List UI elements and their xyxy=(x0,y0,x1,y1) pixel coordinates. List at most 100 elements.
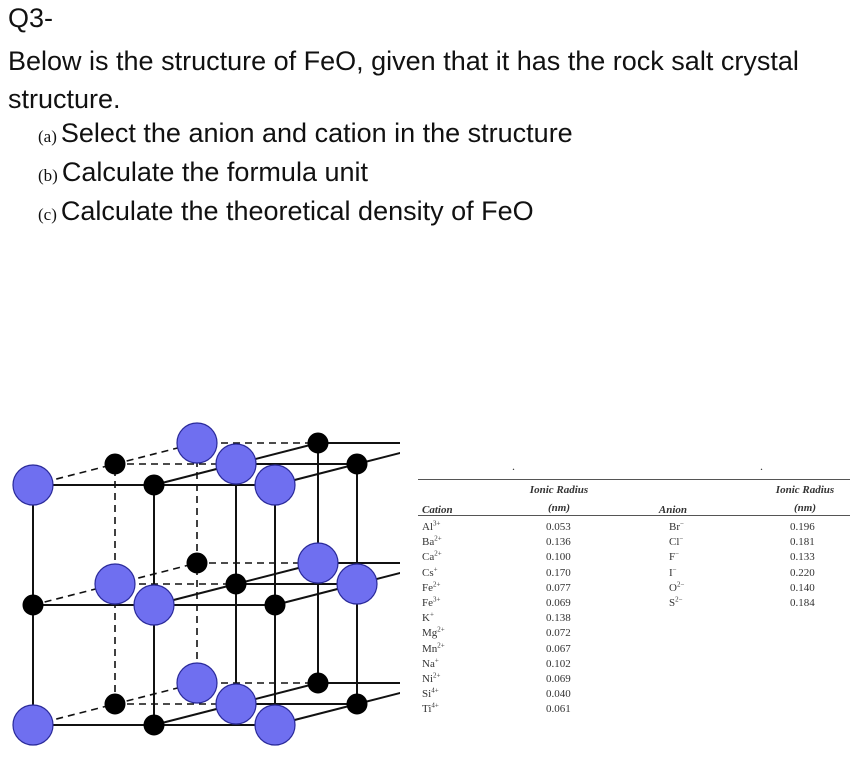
cation-radius: 0.136 xyxy=(546,536,571,549)
anion-charge: − xyxy=(679,534,684,543)
cation-radius: 0.061 xyxy=(546,703,571,716)
cation-symbol: Ti4+ xyxy=(422,702,445,717)
question-number: Q3- xyxy=(8,3,54,33)
small-ion xyxy=(346,693,368,715)
cation-charge: 2+ xyxy=(434,549,442,558)
anion-element: S xyxy=(669,597,676,610)
table-dot-left: . xyxy=(512,459,515,473)
cation-radius: 0.072 xyxy=(546,627,571,640)
small-ion xyxy=(307,432,329,454)
cation-radius: 0.077 xyxy=(546,581,571,594)
question-part-a: (a)Select the anion and cation in the st… xyxy=(38,116,573,154)
large-ion xyxy=(133,584,175,626)
cation-charge: 4+ xyxy=(431,686,439,695)
anion-charge: − xyxy=(680,519,684,528)
cation-charge: 2+ xyxy=(433,580,441,589)
anion-symbol: F− xyxy=(669,550,684,565)
part-c-marker: (c) xyxy=(38,205,57,224)
large-ion xyxy=(176,422,218,464)
large-ion xyxy=(215,443,257,485)
cation-element: Si xyxy=(422,688,432,701)
anion-symbol: O2− xyxy=(669,581,684,596)
rock-salt-crystal-diagram xyxy=(12,422,400,746)
question-intro: Below is the structure of FeO, given tha… xyxy=(8,46,799,114)
small-ion xyxy=(225,573,247,595)
anion-element: O xyxy=(669,581,677,594)
anion-charge: − xyxy=(672,564,677,573)
large-ion xyxy=(254,704,296,746)
small-ion xyxy=(346,453,368,475)
part-b-marker: (b) xyxy=(38,166,58,185)
part-a-marker: (a) xyxy=(38,127,57,146)
lattice-edge xyxy=(356,451,400,465)
cation-symbol: Fe3+ xyxy=(422,596,445,611)
part-a-text: Select the anion and cation in the struc… xyxy=(60,118,573,148)
anion-symbol: Cl− xyxy=(669,535,684,550)
large-ion xyxy=(254,464,296,506)
cation-charge: 3+ xyxy=(433,595,441,604)
table-header-rule xyxy=(418,515,850,516)
cation-unit-header: (nm) xyxy=(548,502,570,514)
large-ion xyxy=(94,563,136,605)
anion-radius: 0.140 xyxy=(790,581,815,594)
small-ion xyxy=(104,693,126,715)
anion-radius: 0.133 xyxy=(790,551,815,564)
anion-radius: 0.196 xyxy=(790,521,815,533)
large-ion xyxy=(12,464,54,506)
anion-element: Cl xyxy=(669,536,680,549)
anion-element: Br xyxy=(669,521,680,533)
cation-radius: 0.100 xyxy=(546,551,571,564)
cation-element: Ni xyxy=(422,673,433,686)
small-ion xyxy=(143,474,165,496)
cation-header: Cation xyxy=(422,504,453,516)
lattice-edge xyxy=(356,691,400,705)
cation-charge: 2+ xyxy=(434,534,442,543)
cation-symbol: Fe2+ xyxy=(422,581,445,596)
cation-radius: 0.069 xyxy=(546,597,571,610)
cation-charge: 3+ xyxy=(433,519,441,528)
anion-element: F xyxy=(669,551,676,564)
cation-radius: 0.170 xyxy=(546,566,571,579)
cation-symbol-column: Al3+Ba2+Ca2+Cs+Fe2+Fe3+K+Mg2+Mn2+Na+Ni2+… xyxy=(422,520,445,718)
cation-element: Ti xyxy=(422,703,432,716)
cation-symbol: Ca2+ xyxy=(422,550,445,565)
part-c-text: Calculate the theoretical density of FeO xyxy=(60,196,534,226)
cation-element: Fe xyxy=(422,581,433,594)
cation-radius-header: Ionic Radius xyxy=(529,484,589,496)
cation-charge: + xyxy=(429,610,434,619)
hidden-lattice-edge xyxy=(114,442,198,465)
cation-symbol: Na+ xyxy=(422,657,445,672)
cation-charge: 2+ xyxy=(437,625,445,634)
small-ion xyxy=(264,594,286,616)
cation-radius: 0.040 xyxy=(546,688,571,701)
cation-element: Fe xyxy=(422,597,433,610)
small-ion xyxy=(307,672,329,694)
table-top-rule xyxy=(418,479,850,480)
cation-element: Ca xyxy=(422,551,435,564)
anion-symbol-column: Br−Cl−F−I−O2−S2− xyxy=(669,520,684,611)
anion-charge: − xyxy=(675,549,680,558)
cation-element: Mn xyxy=(422,642,438,655)
anion-symbol: I− xyxy=(669,564,684,581)
anion-element: I xyxy=(669,566,673,579)
large-ion xyxy=(176,662,218,704)
cation-symbol: K+ xyxy=(422,611,445,626)
cation-charge: 4+ xyxy=(431,701,439,710)
small-ion xyxy=(104,453,126,475)
cation-element: Na xyxy=(422,657,435,670)
cation-radius: 0.069 xyxy=(546,673,571,686)
cation-charge: 2+ xyxy=(433,671,441,680)
cation-symbol: Ni2+ xyxy=(422,672,445,687)
question-part-b: (b)Calculate the formula unit xyxy=(38,155,368,193)
cation-symbol: Si4+ xyxy=(422,687,445,702)
anion-header: Anion xyxy=(658,504,688,516)
cation-symbol: Cs+ xyxy=(422,565,445,581)
question-part-c: (c)Calculate the theoretical density of … xyxy=(38,194,534,232)
anion-charge: 2− xyxy=(676,580,685,589)
cation-radius: 0.067 xyxy=(546,642,571,655)
cation-radius: 0.102 xyxy=(546,657,571,670)
table-dot-right: . xyxy=(760,459,763,473)
anion-symbol: Br− xyxy=(669,520,684,535)
cation-radius: 0.138 xyxy=(546,612,571,625)
